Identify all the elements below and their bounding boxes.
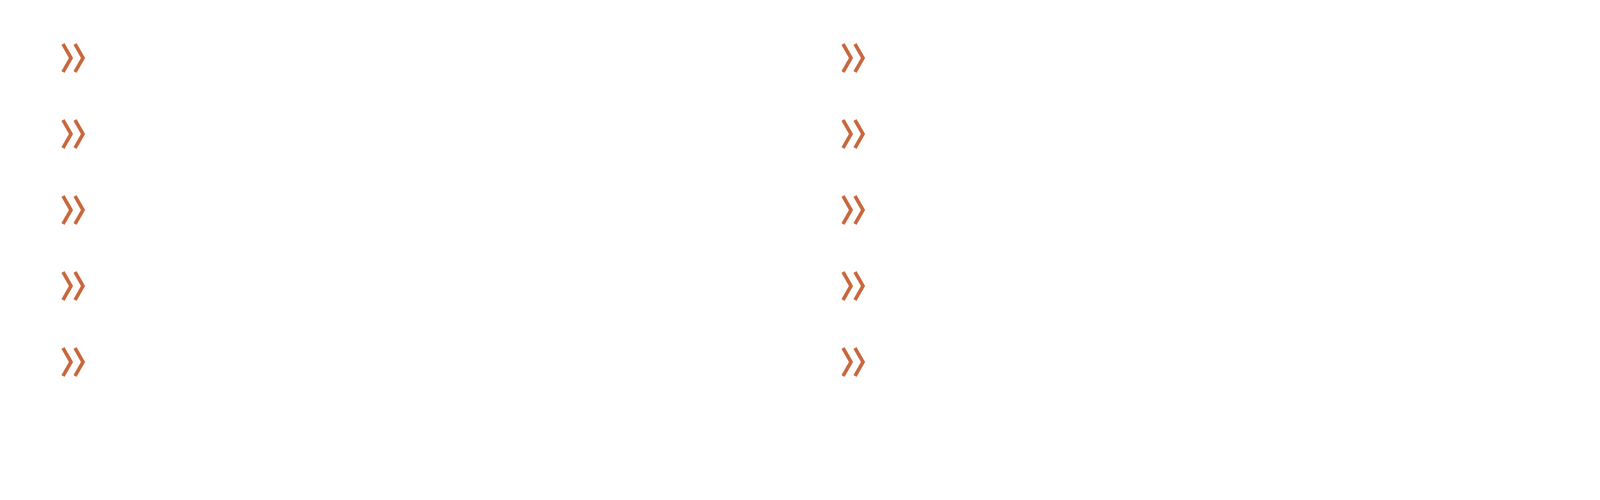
list-item: [838, 342, 884, 418]
list-item: [58, 38, 104, 114]
double-chevron-right-icon: [58, 266, 92, 306]
bullet-list-left: [58, 38, 104, 418]
list-item: [838, 38, 884, 114]
double-chevron-right-icon: [838, 190, 872, 230]
double-chevron-right-icon: [58, 114, 92, 154]
list-item: [58, 114, 104, 190]
list-item: [838, 114, 884, 190]
list-item: [838, 190, 884, 266]
double-chevron-right-icon: [838, 266, 872, 306]
list-item: [838, 266, 884, 342]
double-chevron-right-icon: [58, 190, 92, 230]
list-item: [58, 190, 104, 266]
double-chevron-right-icon: [838, 38, 872, 78]
double-chevron-right-icon: [838, 114, 872, 154]
bullet-list-right: [838, 38, 884, 418]
double-chevron-right-icon: [838, 342, 872, 382]
list-item: [58, 342, 104, 418]
list-item: [58, 266, 104, 342]
double-chevron-right-icon: [58, 342, 92, 382]
double-chevron-right-icon: [58, 38, 92, 78]
